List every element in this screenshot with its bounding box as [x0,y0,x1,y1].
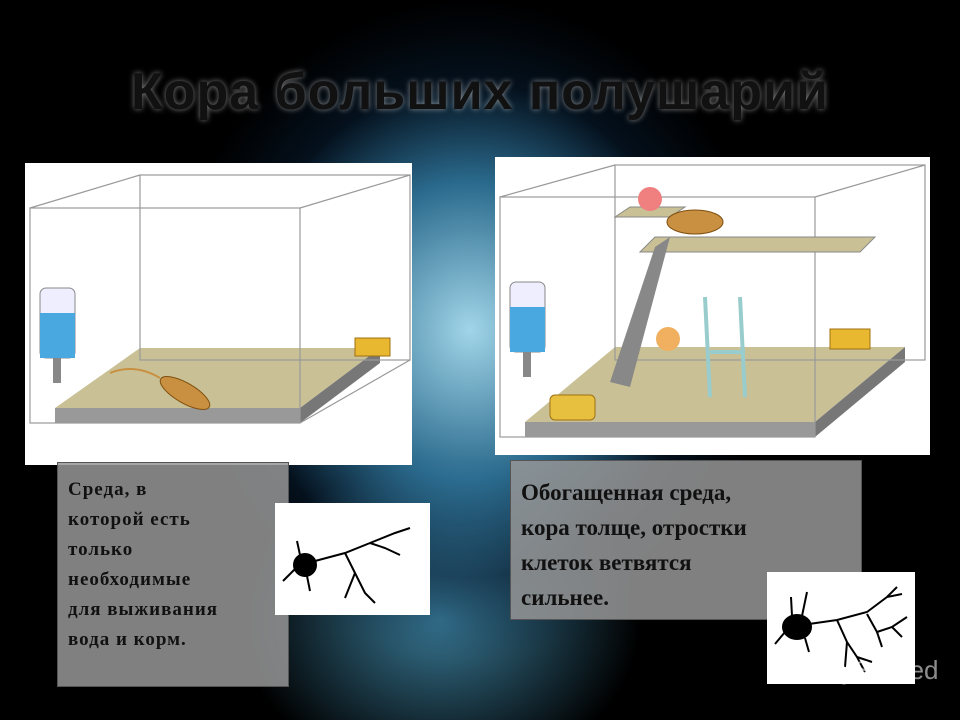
enriched-environment-caption: Обогащенная среда, кора толще, отростки … [510,460,862,620]
neuron-simple-illustration [275,503,430,615]
standard-environment-caption: Среда, в которой есть только необходимые… [57,462,289,687]
caption-line: для выживания [68,599,219,620]
caption-line: Среда, в [68,479,148,500]
food-icon [829,328,871,350]
standard-cage-illustration [25,163,412,465]
enriched-cage-illustration [495,157,930,455]
caption-line: сильнее. [521,585,609,610]
neuron-branched-illustration [767,572,915,684]
climbing-frame-icon [703,296,747,398]
caption-line: только [68,539,134,560]
rat-icon [666,209,724,235]
caption-line: Обогащенная среда, [521,480,732,505]
water-bottle-icon [509,281,546,377]
food-icon [354,337,391,357]
watermark: MyShared [820,655,939,685]
caption-line: кора толще, отростки [521,515,747,540]
water-bottle-icon [39,287,76,383]
rat-icon [159,376,211,410]
ball-icon [638,187,662,211]
caption-line: которой есть [68,509,191,530]
caption-line: вода и корм. [68,629,187,650]
ball-icon [656,327,680,351]
caption-line: необходимые [68,569,192,590]
slide-title: Кора больших полушарий [131,63,829,121]
caption-line: клеток ветвятся [521,550,692,575]
food-icon [549,394,596,421]
